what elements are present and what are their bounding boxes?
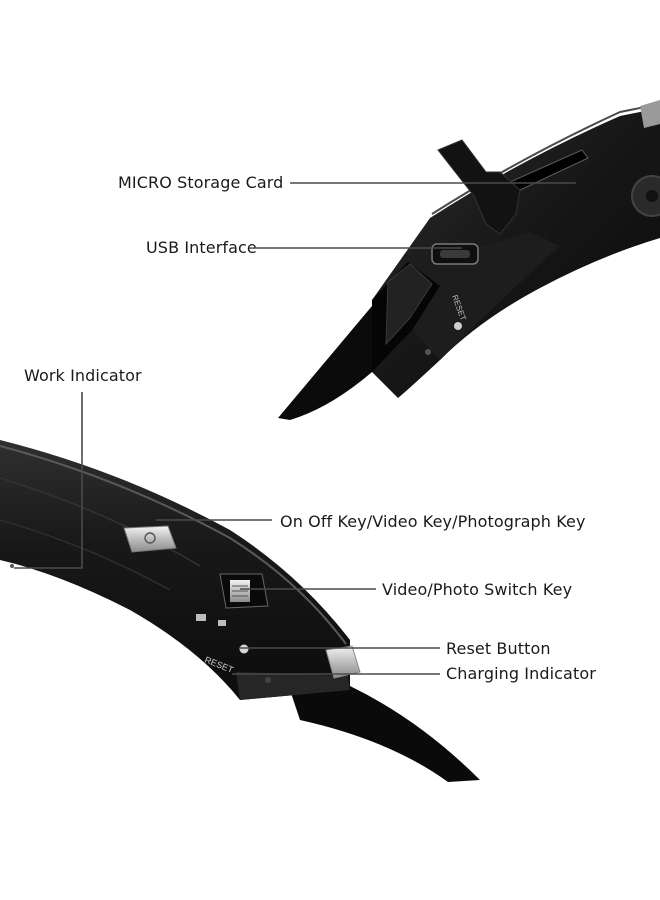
usb-port bbox=[431, 243, 479, 265]
label-video-photo-switch: Video/Photo Switch Key bbox=[382, 580, 573, 599]
leader-work-indicator bbox=[14, 392, 83, 569]
label-reset-button: Reset Button bbox=[446, 639, 551, 658]
on-off-button bbox=[123, 525, 177, 553]
bottom-device: RESET bbox=[0, 440, 480, 782]
label-on-off-key: On Off Key/Video Key/Photograph Key bbox=[280, 512, 586, 531]
label-charging-indicator: Charging Indicator bbox=[446, 664, 596, 683]
work-indicator-dot bbox=[10, 564, 14, 568]
top-device-closeup: RESET bbox=[278, 100, 660, 420]
top-hinge-highlight bbox=[640, 100, 660, 128]
video-photo-switch bbox=[219, 573, 269, 609]
label-micro-storage-card: MICRO Storage Card bbox=[118, 173, 284, 192]
top-device-edge bbox=[431, 103, 660, 215]
micro-sd-cover-flap bbox=[437, 139, 521, 235]
bottom-device-panel-line bbox=[0, 519, 171, 591]
bottom-reset-hole bbox=[239, 644, 249, 654]
photo-mode-icon bbox=[218, 620, 226, 626]
bottom-device-strap bbox=[290, 686, 480, 782]
bottom-device-lower-strip bbox=[236, 672, 350, 700]
bottom-device-body bbox=[0, 440, 350, 700]
label-usb-interface: USB Interface bbox=[146, 238, 257, 257]
charging-indicator-dot bbox=[265, 677, 271, 683]
top-indicator-dot bbox=[425, 349, 431, 355]
bottom-device-top-edge bbox=[0, 445, 347, 645]
top-device-end-rim bbox=[385, 263, 433, 346]
label-work-indicator: Work Indicator bbox=[24, 366, 142, 385]
top-reset-hole bbox=[454, 322, 462, 330]
leader-lines bbox=[14, 182, 576, 675]
top-speaker-center bbox=[646, 190, 658, 202]
bottom-device-groove bbox=[0, 477, 201, 567]
video-mode-icon bbox=[196, 614, 206, 621]
